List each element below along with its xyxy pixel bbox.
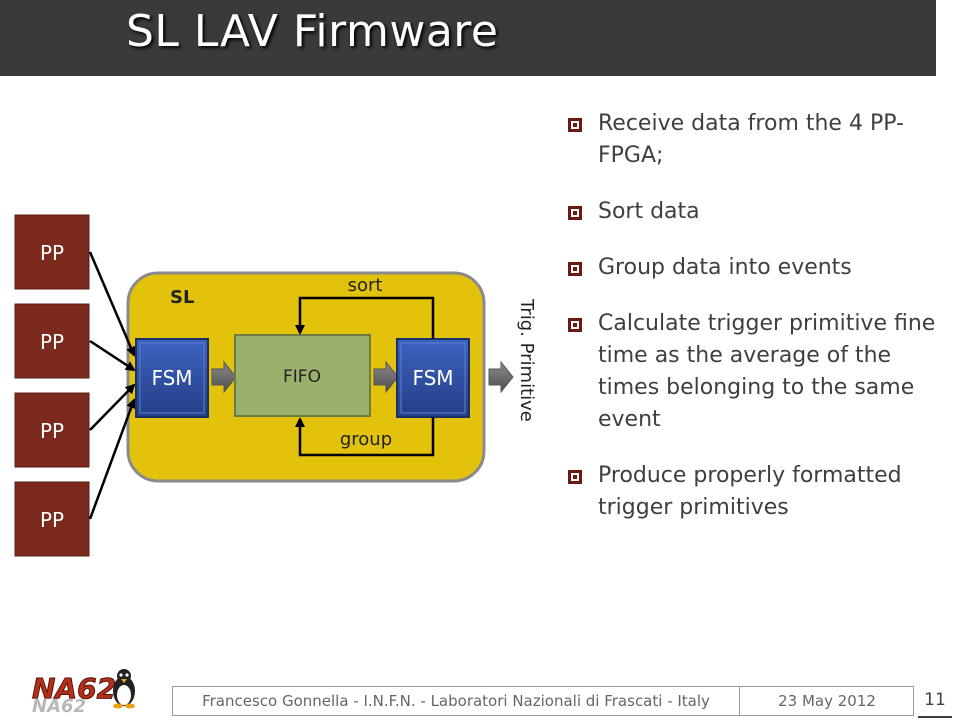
output-label: Trig. Primitive — [516, 298, 537, 422]
fsm-right-box: FSM — [396, 338, 470, 418]
pp-box-1: PP — [14, 214, 90, 290]
output-arrow — [488, 360, 514, 394]
page-number: 11 — [924, 690, 946, 710]
pp-label: PP — [40, 330, 64, 354]
square-bullet-icon — [568, 318, 582, 332]
pp3-arrow — [89, 383, 136, 431]
group-loop — [295, 417, 435, 457]
footer-bar: Francesco Gonnella - I.N.F.N. - Laborato… — [172, 686, 914, 716]
footer-divider — [739, 687, 740, 715]
penguin-icon — [113, 669, 135, 709]
pp-box-4: PP — [14, 481, 90, 557]
pp-label: PP — [40, 241, 64, 265]
bullet-item: Sort data — [566, 196, 936, 228]
bullet-list: Receive data from the 4 PP-FPGA; Sort da… — [566, 108, 936, 548]
logo-text: NA62 — [32, 672, 116, 705]
pp-label: PP — [40, 508, 64, 532]
pp4-arrow — [88, 398, 136, 520]
footer-date: 23 May 2012 — [778, 692, 876, 710]
sort-loop — [295, 296, 435, 339]
bullet-text: Group data into events — [598, 255, 852, 280]
bullet-text: Produce properly formatted trigger primi… — [598, 463, 902, 520]
square-bullet-icon — [568, 206, 582, 220]
square-bullet-icon — [568, 118, 582, 132]
bullet-text: Receive data from the 4 PP-FPGA; — [598, 111, 904, 168]
bullet-item: Calculate trigger primitive fine time as… — [566, 308, 936, 436]
pp2-arrow — [89, 339, 136, 372]
square-bullet-icon — [568, 470, 582, 484]
pp-box-2: PP — [14, 303, 90, 379]
pp1-arrow — [88, 251, 136, 357]
group-label: group — [340, 429, 392, 450]
fsm-left-label: FSM — [151, 366, 192, 390]
fifo-to-fsm-arrow — [373, 360, 399, 394]
na62-logo: NA62 NA62 — [32, 669, 135, 717]
bullet-item: Group data into events — [566, 252, 936, 284]
fsm-left-box: FSM — [135, 338, 209, 418]
logo-reflection: NA62 — [32, 696, 86, 717]
bullet-item: Produce properly formatted trigger primi… — [566, 460, 936, 524]
fsm-to-fifo-arrow — [211, 360, 237, 394]
slide-title: SL LAV Firmware — [126, 6, 499, 57]
sl-label: SL — [170, 287, 194, 308]
fifo-box: FIFO — [234, 334, 371, 417]
pp-box-3: PP — [14, 392, 90, 468]
title-bar: SL LAV Firmware — [0, 0, 936, 76]
bullet-text: Calculate trigger primitive fine time as… — [598, 311, 936, 432]
page-number-underline — [918, 716, 952, 718]
sort-label: sort — [348, 275, 383, 296]
footer-author: Francesco Gonnella - I.N.F.N. - Laborato… — [202, 692, 710, 710]
pp-label: PP — [40, 419, 64, 443]
fifo-label: FIFO — [283, 367, 321, 387]
square-bullet-icon — [568, 262, 582, 276]
bullet-item: Receive data from the 4 PP-FPGA; — [566, 108, 936, 172]
fsm-right-label: FSM — [412, 366, 453, 390]
bullet-text: Sort data — [598, 199, 700, 224]
